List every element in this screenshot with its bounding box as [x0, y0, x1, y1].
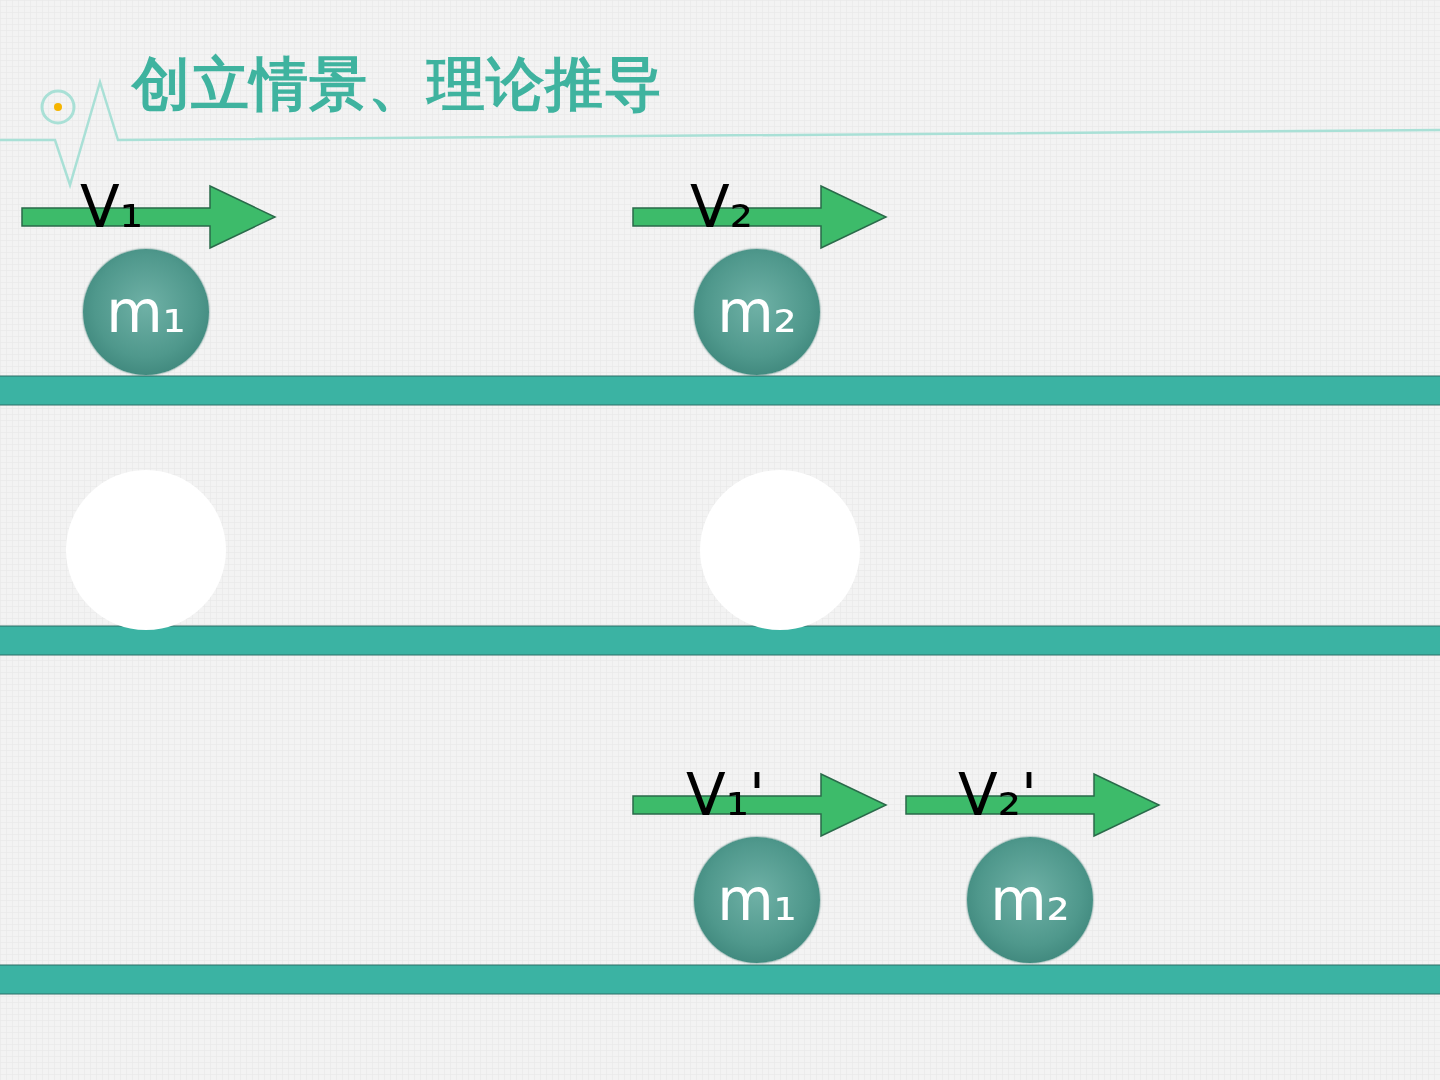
velocity-label: V₂'	[958, 766, 1037, 824]
track	[0, 376, 1440, 405]
track	[0, 965, 1440, 994]
faded-ball	[700, 470, 860, 630]
mass-ball: m₂	[694, 249, 820, 375]
mass-label: m₁	[717, 866, 797, 934]
mass-label: m₂	[990, 866, 1070, 934]
velocity-arrow	[22, 186, 275, 248]
faded-ball	[66, 470, 226, 630]
velocity-label: V₁	[80, 178, 143, 236]
mass-ball: m₁	[694, 837, 820, 963]
mass-label: m₁	[106, 278, 186, 346]
velocity-label: V₁'	[686, 766, 765, 824]
velocity-label: V₂	[690, 178, 753, 236]
velocity-arrow	[633, 186, 886, 248]
mass-ball: m₁	[83, 249, 209, 375]
slide-title: 创立情景、理论推导	[132, 46, 663, 124]
mass-label: m₂	[717, 278, 797, 346]
header-dot	[54, 103, 62, 111]
track	[0, 626, 1440, 655]
header-icon	[42, 91, 74, 123]
mass-ball: m₂	[967, 837, 1093, 963]
